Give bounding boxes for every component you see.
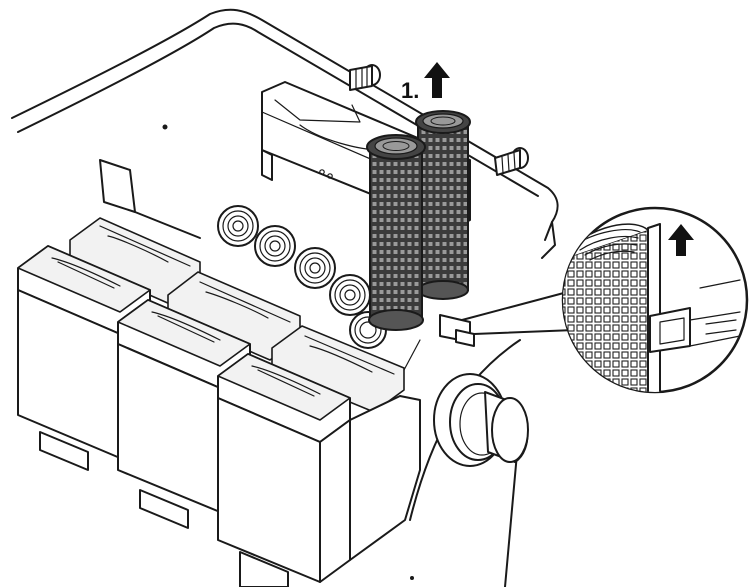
module-front-right — [217, 353, 351, 587]
fan-grills — [217, 205, 387, 349]
outlet-connector — [433, 373, 529, 467]
up-arrow-icon — [424, 62, 450, 98]
fitting-right — [494, 147, 529, 176]
filter-cartridge-front — [366, 134, 426, 331]
filter-cartridge-rear — [415, 110, 471, 300]
mounting-tab — [439, 314, 475, 347]
side-wall — [349, 339, 421, 561]
housing-dot — [162, 124, 168, 130]
magnified-detail — [561, 206, 749, 394]
housing-dot — [410, 576, 414, 580]
left-inner-wall — [99, 159, 201, 239]
fitting-top-left — [349, 64, 381, 91]
magnifier-pointer — [461, 289, 576, 335]
step-label: 1. — [401, 78, 420, 103]
up-arrow-icon — [668, 224, 694, 256]
